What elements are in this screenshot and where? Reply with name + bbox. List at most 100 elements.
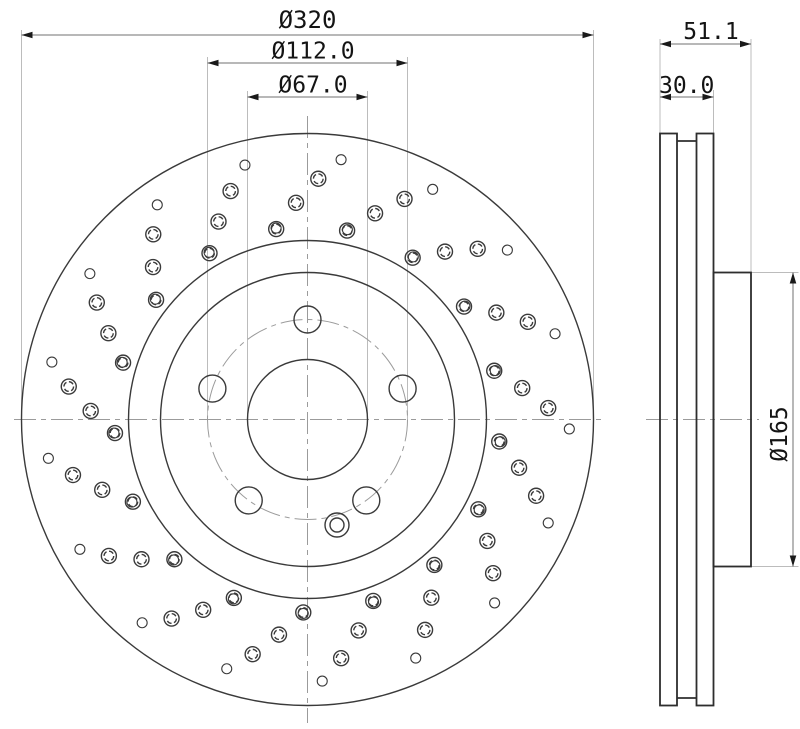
drilled-hole-chamfer <box>147 261 159 273</box>
drilled-hole-chamfer <box>109 427 121 439</box>
drilled-hole <box>82 402 99 420</box>
drilled-hole <box>332 649 350 667</box>
drilled-hole <box>124 493 142 510</box>
wheel-bolt-hole <box>352 486 381 515</box>
drilled-hole-chamfer <box>472 503 484 515</box>
drilled-hole <box>527 487 545 504</box>
drilled-hole-chamfer <box>197 604 209 616</box>
drilled-hole <box>225 589 243 607</box>
small-drilled-hole <box>563 423 575 435</box>
drilled-hole <box>222 182 239 200</box>
drilled-hole-chamfer <box>490 307 502 319</box>
drilled-hole-chamfer <box>341 225 353 237</box>
dimension-labels: Ø320 Ø112.0 Ø67.0 51.1 30.0 Ø165 <box>271 6 793 462</box>
drilled-hole-chamfer <box>213 216 225 228</box>
drilled-hole-chamfer <box>103 550 115 562</box>
side-view <box>646 132 759 707</box>
drilled-hole-chamfer <box>96 484 108 496</box>
wheel-bolt-hole <box>234 486 263 515</box>
small-drilled-hole <box>46 356 58 368</box>
drilled-hole-chamfer <box>488 365 500 377</box>
hub-hat-section <box>712 271 752 568</box>
drilled-hole <box>365 592 382 610</box>
drilled-hole-chamfer <box>270 223 282 235</box>
drilled-hole-chamfer <box>127 496 139 508</box>
drilled-hole-chamfer <box>150 294 162 306</box>
drilled-hole-chamfer <box>369 207 381 219</box>
label-disc-thickness: 30.0 <box>659 73 714 99</box>
drilled-hole-chamfer <box>439 246 451 258</box>
label-overall-width: 51.1 <box>683 19 738 45</box>
drilled-hole <box>100 324 117 342</box>
drilled-hole <box>88 294 105 311</box>
outboard-plate <box>659 132 678 707</box>
drilled-hole <box>94 481 111 499</box>
drilled-hole <box>469 240 486 258</box>
outer-edge-circle <box>20 132 595 707</box>
small-drilled-hole <box>136 617 148 629</box>
drilled-hole-chamfer <box>481 535 493 547</box>
small-drilled-hole <box>221 663 233 675</box>
drilled-hole-chamfer <box>225 185 237 197</box>
small-drilled-hole <box>335 154 347 166</box>
drilled-hole-chamfer <box>542 402 554 414</box>
drilled-hole <box>455 298 473 315</box>
drilled-hole <box>486 362 503 379</box>
drilled-hole-chamfer <box>425 592 437 604</box>
friction-inner-edge-circle <box>127 239 488 600</box>
center-bore-circle <box>246 358 369 481</box>
front-circles <box>20 132 595 707</box>
locating-pin-hole-inner <box>329 517 345 533</box>
small-drilled-hole <box>429 560 441 572</box>
drilled-hole <box>270 626 288 643</box>
drilled-hole <box>350 622 367 639</box>
label-outer-diameter: Ø320 <box>279 6 337 34</box>
small-drilled-hole <box>427 183 439 195</box>
drilled-hole-chamfer <box>297 606 309 618</box>
drilled-hole-chamfer <box>273 629 285 641</box>
label-bolt-circle-diameter: Ø112.0 <box>271 39 354 65</box>
small-drilled-hole <box>316 675 328 687</box>
drilled-hole-chamfer <box>204 247 216 259</box>
drilled-hole-chamfer <box>353 624 365 636</box>
drilled-hole <box>295 604 312 621</box>
drilled-hole <box>491 433 508 450</box>
drilled-hole-chamfer <box>516 382 528 394</box>
drilled-hole <box>147 291 165 309</box>
extension-lines <box>21 30 799 567</box>
cross-drilled-hole-pattern <box>42 154 575 687</box>
drilled-hole-chamfer <box>290 197 302 209</box>
drilled-hole <box>210 213 227 230</box>
label-hub-hat-diameter: Ø165 <box>767 406 793 461</box>
drilled-hole-chamfer <box>91 297 103 309</box>
small-drilled-hole <box>151 199 163 211</box>
drilled-hole <box>436 243 454 260</box>
drilled-hole <box>163 610 180 627</box>
drilled-hole-chamfer <box>428 559 440 571</box>
drilled-hole-chamfer <box>85 405 97 417</box>
drilled-hole <box>114 354 132 371</box>
drilled-hole-chamfer <box>228 592 240 604</box>
drilled-hole <box>510 459 528 476</box>
drilled-hole <box>484 564 502 582</box>
drilled-hole <box>201 245 218 262</box>
drilled-hole <box>470 501 487 518</box>
drilled-hole <box>423 589 440 606</box>
drilled-hole <box>426 556 443 574</box>
drilled-hole <box>100 547 118 565</box>
front-view <box>14 116 601 723</box>
drilled-hole <box>488 304 505 321</box>
drilled-hole <box>310 170 327 187</box>
small-drilled-hole <box>542 517 554 529</box>
drilled-hole <box>479 532 496 550</box>
drilled-hole-chamfer <box>472 243 484 255</box>
drilled-hole <box>519 313 537 331</box>
drilled-hole-chamfer <box>399 193 411 205</box>
drilled-hole <box>60 378 77 395</box>
drilled-hole-chamfer <box>67 469 79 481</box>
drilled-hole-chamfer <box>312 173 324 185</box>
small-drilled-hole <box>489 597 501 609</box>
drilled-hole <box>540 399 557 417</box>
